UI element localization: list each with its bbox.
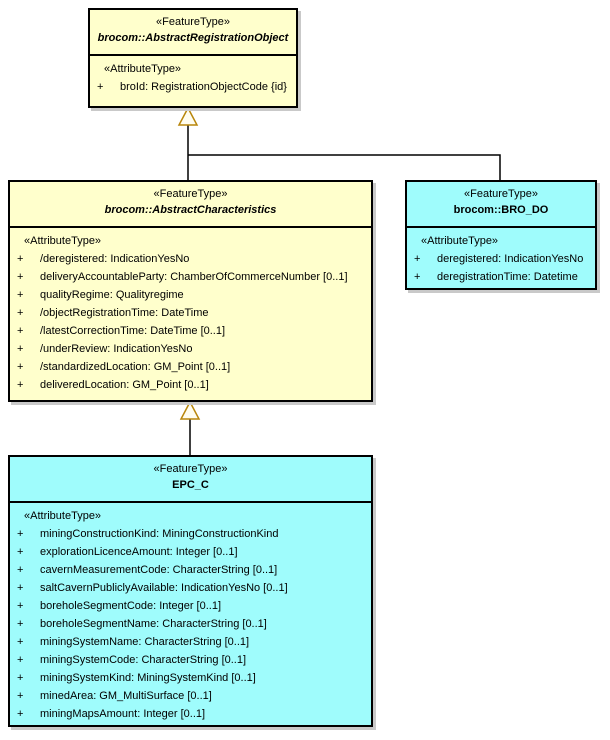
class-epc-c[interactable]: «FeatureType» EPC_C «AttributeType» + mi… [8,455,373,727]
attribute-text: deregistrationTime: Datetime [437,271,578,283]
class-abstract-registration-object[interactable]: «FeatureType» brocom::AbstractRegistrati… [88,8,298,108]
class-stereotype: «FeatureType» [153,188,228,200]
attribute-row: + broId: RegistrationObjectCode {id} [90,78,296,96]
visibility-marker: + [17,528,24,540]
visibility-marker: + [17,361,24,373]
attribute-text: cavernMeasurementCode: CharacterString [… [40,564,278,576]
attribute-text: miningConstructionKind: MiningConstructi… [40,528,279,540]
attribute-text: /deregistered: IndicationYesNo [40,253,190,265]
attribute-text: boreholeSegmentCode: Integer [0..1] [40,600,222,612]
attribute-row: + minedArea: GM_MultiSurface [0..1] [10,687,371,705]
attribute-text: deliveryAccountableParty: ChamberOfComme… [40,271,348,283]
generalization-arrowhead-icon [177,106,199,126]
attribute-text: /underReview: IndicationYesNo [40,343,193,355]
visibility-marker: + [17,582,24,594]
visibility-marker: + [17,600,24,612]
generalization-line-bro-to-aro [188,154,501,180]
attribute-row: + miningSystemKind: MiningSystemKind [0.… [10,669,371,687]
attribute-row: + miningSystemCode: CharacterString [0..… [10,651,371,669]
class-bro-do[interactable]: «FeatureType» brocom::BRO_DO «AttributeT… [405,180,597,290]
attribute-row: + explorationLicenceAmount: Integer [0..… [10,543,371,561]
attribute-text: miningSystemCode: CharacterString [0..1] [40,654,247,666]
class-stereotype: «FeatureType» [153,463,228,475]
visibility-marker: + [17,672,24,684]
visibility-marker: + [17,546,24,558]
visibility-marker: + [17,564,24,576]
visibility-marker: + [17,690,24,702]
visibility-marker: + [17,271,24,283]
attribute-row: + saltCavernPubliclyAvailable: Indicatio… [10,579,371,597]
class-name: EPC_C [172,479,209,491]
visibility-marker: + [17,289,24,301]
visibility-marker: + [17,379,24,391]
visibility-marker: + [414,253,421,265]
attribute-row: + /underReview: IndicationYesNo [10,340,371,358]
attribute-compartment: «AttributeType» + broId: RegistrationObj… [90,56,296,102]
visibility-marker: + [17,618,24,630]
attribute-text: deliveredLocation: GM_Point [0..1] [40,379,209,391]
attribute-stereotype: «AttributeType» [421,235,499,247]
attribute-text: miningSystemName: CharacterString [0..1] [40,636,250,648]
attribute-row: + /objectRegistrationTime: DateTime [10,304,371,322]
class-abstract-characteristics[interactable]: «FeatureType» brocom::AbstractCharacteri… [8,180,373,402]
visibility-marker: + [17,253,24,265]
class-header: «FeatureType» brocom::BRO_DO [407,182,595,228]
attribute-row: + /standardizedLocation: GM_Point [0..1] [10,358,371,376]
attribute-text: /standardizedLocation: GM_Point [0..1] [40,361,231,373]
visibility-marker: + [17,636,24,648]
attribute-row: + boreholeSegmentCode: Integer [0..1] [10,597,371,615]
attribute-stereotype: «AttributeType» [24,235,102,247]
class-name: brocom::AbstractCharacteristics [104,204,277,216]
attribute-row: + deregistrationTime: Datetime [407,268,595,286]
class-name: brocom::BRO_DO [453,204,549,216]
attribute-row: + miningMapsAmount: Integer [0..1] [10,705,371,723]
attribute-row: + /latestCorrectionTime: DateTime [0..1] [10,322,371,340]
class-stereotype: «FeatureType» [156,16,230,28]
class-header: «FeatureType» EPC_C [10,457,371,503]
attribute-row: + deliveredLocation: GM_Point [0..1] [10,376,371,394]
attribute-text: deregistered: IndicationYesNo [437,253,584,265]
attribute-compartment: «AttributeType» + deregistered: Indicati… [407,228,595,292]
generalization-arrowhead-icon [179,400,201,420]
class-header: «FeatureType» brocom::AbstractRegistrati… [90,10,296,56]
visibility-marker: + [17,325,24,337]
class-header: «FeatureType» brocom::AbstractCharacteri… [10,182,371,228]
attribute-text: boreholeSegmentName: CharacterString [0.… [40,618,267,630]
visibility-marker: + [17,343,24,355]
visibility-marker: + [414,271,421,283]
attribute-stereotype: «AttributeType» [104,63,182,75]
attribute-text: qualityRegime: Qualityregime [40,289,184,301]
attribute-text: miningMapsAmount: Integer [0..1] [40,708,206,720]
attribute-row: + boreholeSegmentName: CharacterString [… [10,615,371,633]
attribute-row: + cavernMeasurementCode: CharacterString… [10,561,371,579]
attribute-text: /objectRegistrationTime: DateTime [40,307,209,319]
attribute-row: + /deregistered: IndicationYesNo [10,250,371,268]
attribute-text: explorationLicenceAmount: Integer [0..1] [40,546,238,558]
visibility-marker: + [17,654,24,666]
visibility-marker: + [17,708,24,720]
class-stereotype: «FeatureType» [464,188,538,200]
attribute-text: /latestCorrectionTime: DateTime [0..1] [40,325,226,337]
attribute-row: + deliveryAccountableParty: ChamberOfCom… [10,268,371,286]
attribute-text: broId: RegistrationObjectCode {id} [120,81,287,93]
attribute-compartment: «AttributeType» + miningConstructionKind… [10,503,371,729]
attribute-row: + miningSystemName: CharacterString [0..… [10,633,371,651]
attribute-text: saltCavernPubliclyAvailable: IndicationY… [40,582,288,594]
attribute-text: miningSystemKind: MiningSystemKind [0..1… [40,672,256,684]
class-name: brocom::AbstractRegistrationObject [97,32,289,44]
attribute-row: + deregistered: IndicationYesNo [407,250,595,268]
visibility-marker: + [17,307,24,319]
attribute-text: minedArea: GM_MultiSurface [0..1] [40,690,212,702]
attribute-stereotype: «AttributeType» [24,510,102,522]
attribute-row: + miningConstructionKind: MiningConstruc… [10,525,371,543]
attribute-row: + qualityRegime: Qualityregime [10,286,371,304]
attribute-compartment: «AttributeType» + /deregistered: Indicat… [10,228,371,400]
visibility-marker: + [97,81,104,93]
